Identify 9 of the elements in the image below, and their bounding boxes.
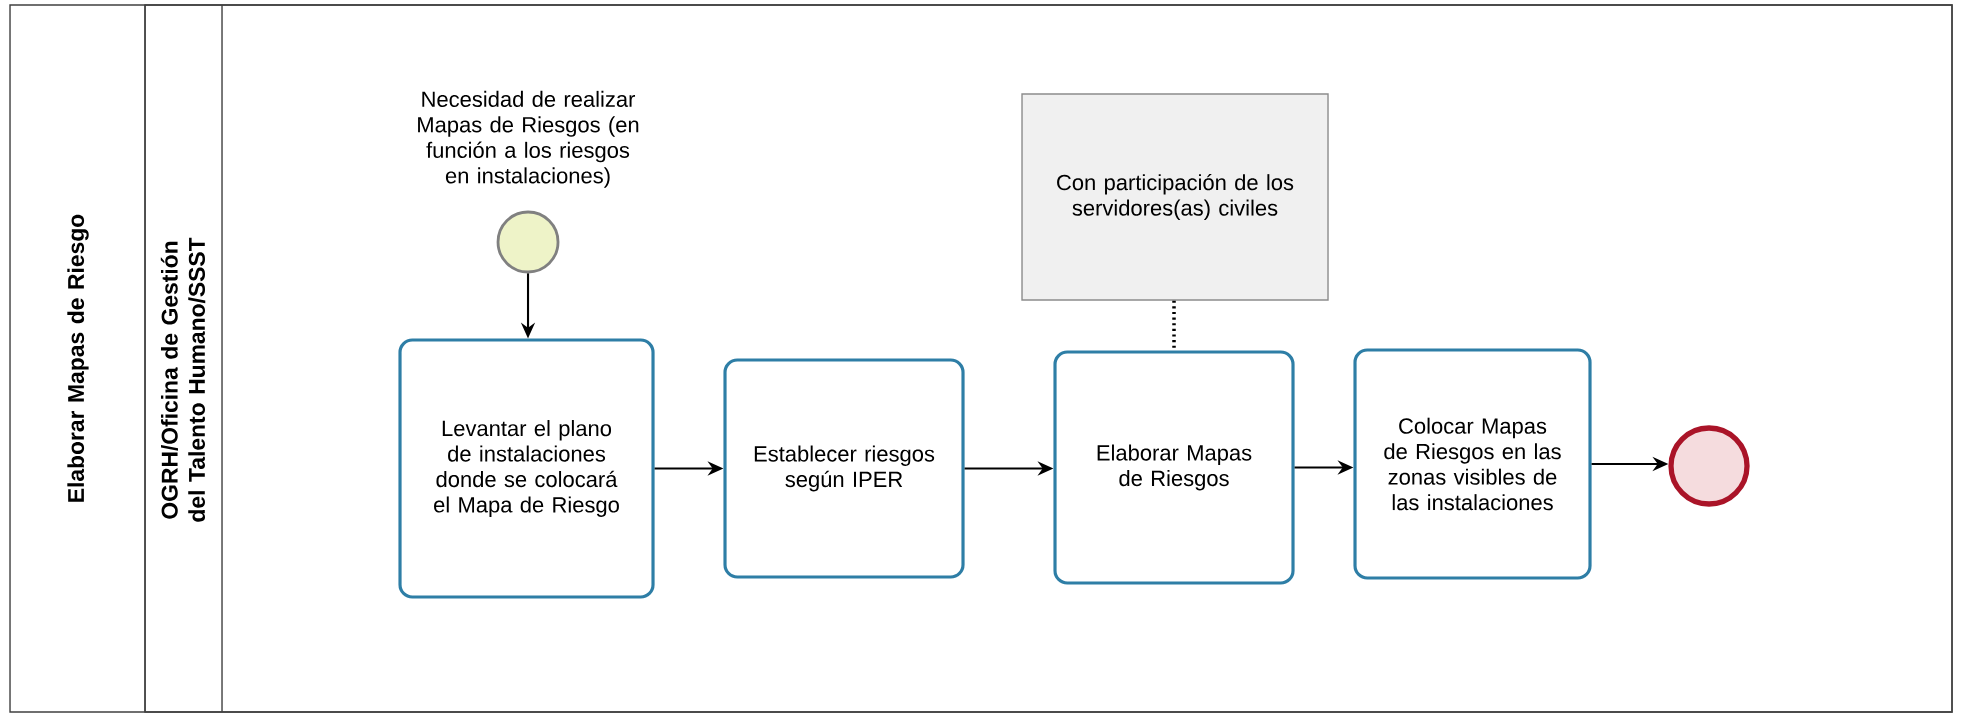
annotation-box: Con participación de los servidores(as) civiles	[1021, 93, 1329, 301]
end-event	[1668, 425, 1750, 507]
task-box: Colocar Mapas de Riesgos en las zonas visibles de las instalaciones	[1353, 348, 1592, 580]
start-event: Necesidad de realizar Mapas de Riesgos (en función a los riesgos en instalaciones)	[418, 90, 639, 274]
connector-line	[1172, 300, 1176, 351]
task-box: Establecer riesgos según IPER	[723, 358, 965, 579]
task-box: Levantar el plano de instalaciones donde se colocará el Mapa de Riesgo	[398, 338, 655, 599]
task-box: Elaborar Mapas de Riesgos	[1053, 350, 1295, 585]
node-label: Necesidad de realizar Mapas de Riesgos (en función a los riesgos en instalaciones)	[418, 90, 639, 188]
